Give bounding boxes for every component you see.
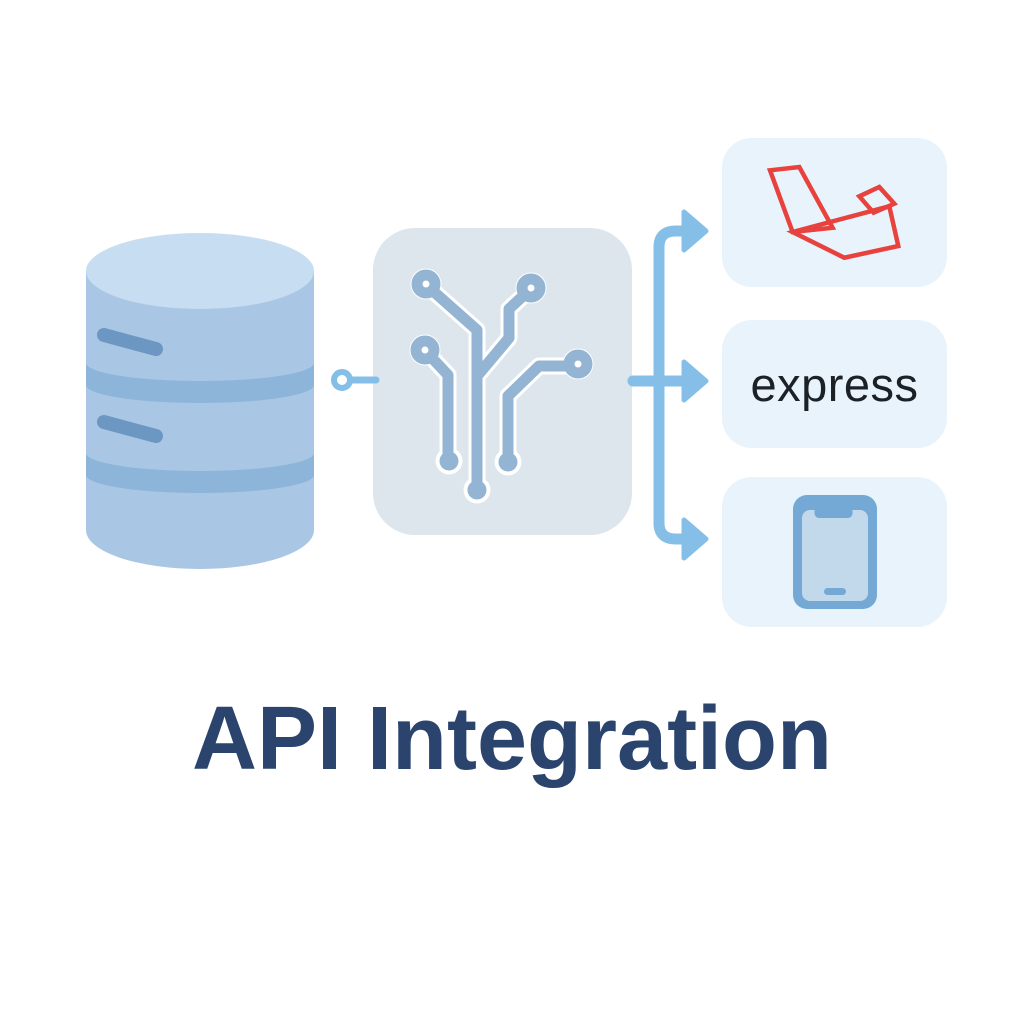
input-connector: [331, 369, 380, 391]
target-panel-mobile: [722, 477, 947, 627]
circuit-chip-icon: [409, 268, 594, 504]
arrow-lines: [627, 225, 696, 545]
target-panel-laravel: [722, 138, 947, 287]
circuit-traces: [426, 285, 571, 492]
target-panel-express: express: [722, 320, 947, 448]
arrow-heads: [681, 209, 709, 561]
mobile-phone-icon: [792, 495, 877, 609]
circuit-dots: [439, 451, 518, 500]
database-bands: [86, 363, 314, 493]
page-title: API Integration: [191, 689, 833, 789]
circuit-rings: [410, 269, 593, 379]
phone-details: [814, 507, 852, 595]
express-wordmark: express: [750, 357, 919, 411]
api-processor-box: [373, 228, 632, 535]
database-icon: [86, 233, 314, 569]
laravel-logo: [766, 164, 901, 261]
database-top: [86, 233, 314, 309]
phone-screen: [801, 510, 868, 601]
database-slots: [97, 328, 163, 443]
